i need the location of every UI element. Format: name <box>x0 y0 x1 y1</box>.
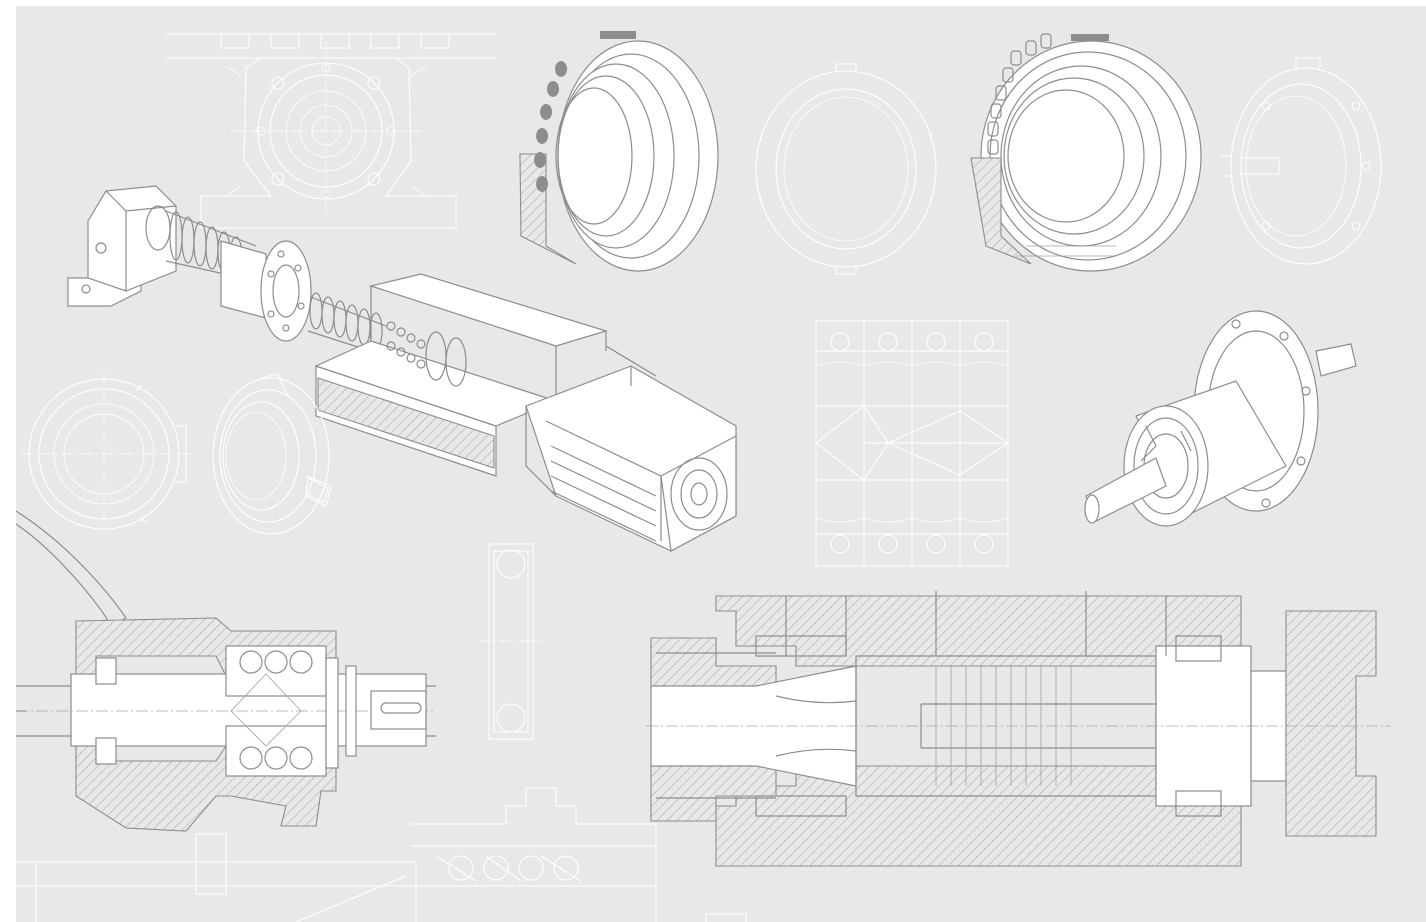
technical-drawing-sheet <box>16 6 1426 922</box>
spindle-assembly-section <box>646 591 1391 867</box>
cylindrical-roller-bearing-cutaway <box>970 33 1202 272</box>
precision-locknut <box>1221 57 1382 265</box>
drawing-canvas <box>16 31 1391 922</box>
gearbox-housing-section <box>16 510 436 832</box>
ballscrew-linear-actuator <box>67 185 737 552</box>
ring-front-view <box>21 371 191 536</box>
bearing-set-arrangement <box>815 320 1009 567</box>
bottom-housing-section <box>16 787 747 922</box>
bearing-cartridge-unit <box>1084 310 1357 527</box>
ballscrew-nut-front-view <box>166 33 496 229</box>
locknut-ring <box>755 63 937 275</box>
deep-groove-bearing-cutaway <box>212 373 332 535</box>
angular-contact-bearing-cutaway <box>519 31 719 272</box>
bearing-cross-section <box>479 543 543 740</box>
